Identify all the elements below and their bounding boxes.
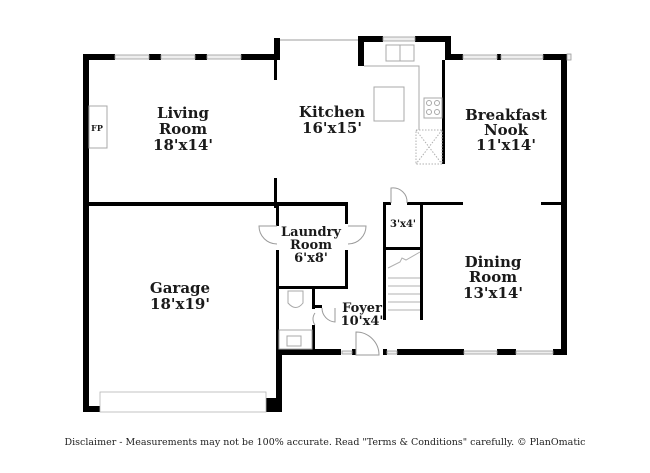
svg-text:13'x14': 13'x14' xyxy=(463,284,523,302)
fireplace: FP xyxy=(88,105,108,149)
svg-text:Nook: Nook xyxy=(484,121,529,139)
powder-door[interactable] xyxy=(312,312,316,326)
room-garage: Garage 18'x19' xyxy=(150,279,210,313)
staircase xyxy=(387,251,421,311)
svg-text:Living: Living xyxy=(157,104,210,122)
svg-text:11'x14': 11'x14' xyxy=(476,136,536,154)
svg-text:18'x14': 18'x14' xyxy=(153,136,213,154)
room-kitchen: Kitchen 16'x15' xyxy=(299,103,365,137)
kitchen-island xyxy=(373,86,405,122)
room-dining: Dining Room 13'x14' xyxy=(463,253,523,302)
kitchen-fixtures xyxy=(364,44,443,165)
room-living: Living Room 18'x14' xyxy=(153,104,213,154)
svg-text:3'x4': 3'x4' xyxy=(390,219,416,230)
svg-text:18'x19': 18'x19' xyxy=(150,295,210,313)
svg-text:Room: Room xyxy=(290,238,332,253)
range-icon xyxy=(423,97,443,119)
svg-text:Dining: Dining xyxy=(465,253,522,271)
room-laundry: Laundry Room 6'x8' xyxy=(281,225,341,266)
svg-text:Room: Room xyxy=(469,268,517,286)
room-closet: 3'x4' xyxy=(390,219,416,230)
laundry-door-right[interactable] xyxy=(347,225,367,245)
doors xyxy=(258,187,408,356)
svg-text:6'x8': 6'x8' xyxy=(294,251,328,266)
windows xyxy=(99,36,572,413)
bath-door[interactable] xyxy=(321,307,336,323)
walls xyxy=(83,36,567,412)
svg-text:16'x15': 16'x15' xyxy=(302,119,362,137)
svg-text:10'x4': 10'x4' xyxy=(341,314,384,329)
refrigerator-icon xyxy=(415,129,443,165)
toilet-icon xyxy=(287,290,304,308)
svg-text:Kitchen: Kitchen xyxy=(299,103,365,121)
svg-text:Garage: Garage xyxy=(150,279,210,297)
laundry-door-left[interactable] xyxy=(258,225,278,245)
bath-sink-icon xyxy=(286,335,302,347)
svg-text:Room: Room xyxy=(159,120,207,138)
room-breakfast-nook: Breakfast Nook 11'x14' xyxy=(465,106,547,154)
svg-text:Foyer: Foyer xyxy=(342,301,382,316)
closet-door[interactable] xyxy=(390,187,408,204)
bathroom-fixtures xyxy=(278,290,313,350)
svg-text:Breakfast: Breakfast xyxy=(465,106,547,124)
room-foyer: Foyer 10'x4' xyxy=(341,301,384,329)
front-door[interactable] xyxy=(355,331,380,356)
disclaimer-text: Disclaimer - Measurements may not be 100… xyxy=(64,437,586,448)
svg-text:FP: FP xyxy=(91,123,103,133)
svg-text:Laundry: Laundry xyxy=(281,225,341,240)
